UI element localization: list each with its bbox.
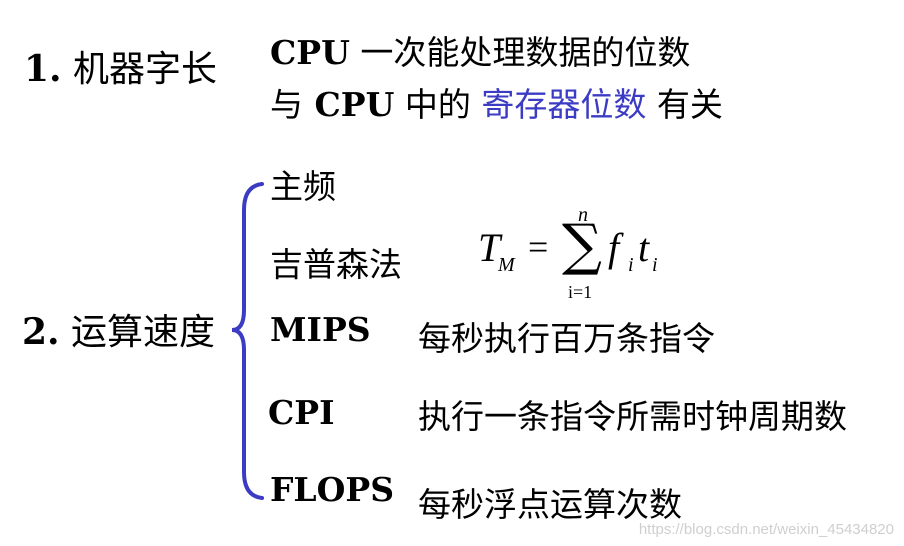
formula-lhs-sub: M (498, 254, 515, 276)
formula-f: f (608, 225, 620, 270)
item-gibson-method: 吉普森法 (270, 245, 402, 284)
formula-lower: i=1 (568, 282, 593, 302)
section1-label: 1. 机器字长 (24, 40, 217, 92)
sum-icon: ∑ (562, 213, 602, 278)
watermark: https://blog.csdn.net/weixin_45434820 (638, 521, 894, 538)
formula-t-sub: i (652, 254, 658, 276)
item-main-frequency: 主频 (270, 167, 336, 206)
item-flops-desc: 每秒浮点运算次数 (418, 485, 682, 524)
register-bits-highlight: 寄存器位数 (481, 85, 647, 124)
formula-f-sub: i (628, 254, 634, 276)
item-mips: MIPS (270, 310, 371, 349)
formula-t: t (638, 225, 650, 270)
item-flops: FLOPS (270, 470, 395, 509)
line2-pre: 与 (270, 85, 303, 124)
section1-title: 机器字长 (73, 49, 218, 90)
cpu-term: CPU (270, 33, 350, 72)
formula-equals: = (528, 227, 549, 267)
line2-post: 有关 (646, 85, 723, 124)
gibson-formula: T M = n ∑ i=1 f i t i (474, 204, 674, 310)
item-cpi: CPI (268, 393, 335, 432)
section1-line1: CPU 一次能处理数据的位数 (270, 26, 690, 74)
line1-text: 一次能处理数据的位数 (349, 33, 691, 72)
formula-lhs: T (478, 225, 501, 270)
line2-mid: 中的 (394, 85, 482, 124)
curly-brace-icon (231, 182, 264, 500)
formula-upper: n (578, 204, 588, 226)
section2-title: 运算速度 (71, 312, 216, 353)
cpu-term-2: CPU (303, 85, 395, 124)
section2-number: 2. (22, 311, 60, 353)
section1-line2: 与 CPU 中的 寄存器位数 有关 (270, 78, 723, 126)
item-cpi-desc: 执行一条指令所需时钟周期数 (418, 397, 847, 436)
section1-number: 1. (24, 48, 62, 90)
item-mips-desc: 每秒执行百万条指令 (418, 319, 715, 358)
section2-label: 2. 运算速度 (22, 303, 215, 355)
